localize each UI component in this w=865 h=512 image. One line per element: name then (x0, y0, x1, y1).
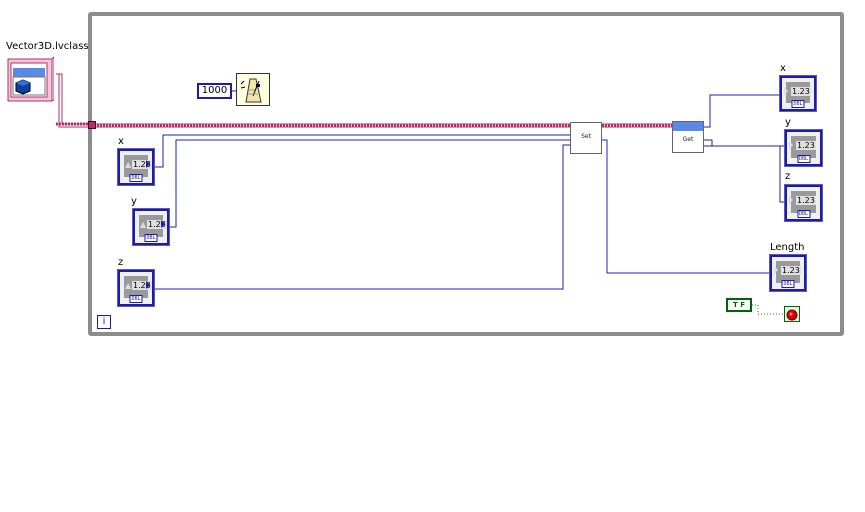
input-arrow-icon (774, 266, 778, 274)
metronome-icon (240, 78, 262, 103)
wait-value: 1000 (201, 85, 228, 96)
control-arrow-icon: ▲ (125, 281, 132, 290)
indicator-y-value: 1.23 (796, 141, 816, 150)
iteration-terminal[interactable]: i (97, 315, 111, 329)
output-arrow-icon (146, 281, 150, 289)
iteration-label: i (102, 316, 106, 327)
stop-icon (786, 309, 798, 321)
control-z-value: 1.23 (132, 281, 152, 290)
control-x-label: x (118, 136, 124, 147)
control-y[interactable]: ▲ 1.23 DBL (132, 208, 170, 246)
get-node[interactable]: Get (672, 121, 704, 153)
get-node-label: Get (682, 136, 694, 143)
control-x-type: DBL (129, 174, 143, 182)
indicator-length[interactable]: 1.23 DBL (769, 254, 807, 292)
class-constant[interactable] (6, 55, 55, 102)
while-loop[interactable] (88, 12, 844, 336)
indicator-z[interactable]: 1.23 DBL (784, 184, 823, 222)
class-tunnel[interactable] (88, 121, 96, 129)
input-arrow-icon (784, 87, 788, 95)
control-x[interactable]: ▲ 1.23 DBL (117, 148, 155, 186)
loop-condition-terminal[interactable] (784, 306, 800, 322)
indicator-z-type: DBL (796, 210, 811, 218)
indicator-y-type: DBL (796, 155, 811, 163)
bool-wire[interactable] (752, 304, 784, 315)
input-arrow-icon (789, 196, 793, 204)
indicator-z-value: 1.23 (796, 196, 816, 205)
indicator-length-type: DBL (781, 280, 795, 288)
indicator-z-label: z (785, 171, 791, 182)
numeric-wires[interactable] (154, 90, 785, 290)
class-cube-icon (7, 55, 55, 102)
indicator-x-type: DBL (791, 100, 805, 108)
set-node-label: Set (581, 133, 591, 140)
indicator-y[interactable]: 1.23 DBL (784, 129, 823, 167)
control-y-value: 1.23 (147, 220, 167, 229)
output-arrow-icon (146, 160, 150, 168)
control-arrow-icon: ▲ (125, 160, 132, 169)
indicator-x-label: x (780, 63, 786, 74)
wait-ms-node[interactable] (236, 73, 270, 106)
indicator-length-label: Length (770, 242, 805, 253)
control-z-label: z (118, 257, 124, 268)
indicator-y-label: y (785, 117, 791, 128)
control-y-label: y (131, 196, 137, 207)
control-z-type: DBL (129, 295, 143, 303)
wait-constant[interactable]: 1000 (197, 83, 232, 99)
bool-value: T F (733, 301, 745, 309)
input-arrow-icon (789, 141, 793, 149)
set-node[interactable]: Set (570, 122, 602, 154)
control-y-type: DBL (144, 234, 158, 242)
control-z[interactable]: ▲ 1.23 DBL (117, 269, 155, 307)
output-arrow-icon (161, 220, 165, 228)
bool-constant[interactable]: T F (726, 298, 752, 312)
class-constant-label: Vector3D.lvclass (6, 41, 89, 52)
indicator-length-value: 1.23 (781, 266, 801, 275)
indicator-x-value: 1.23 (791, 87, 811, 96)
control-x-value: 1.23 (132, 160, 152, 169)
indicator-x[interactable]: 1.23 DBL (779, 75, 817, 112)
control-arrow-icon: ▲ (140, 220, 147, 229)
class-wire[interactable] (56, 73, 672, 128)
